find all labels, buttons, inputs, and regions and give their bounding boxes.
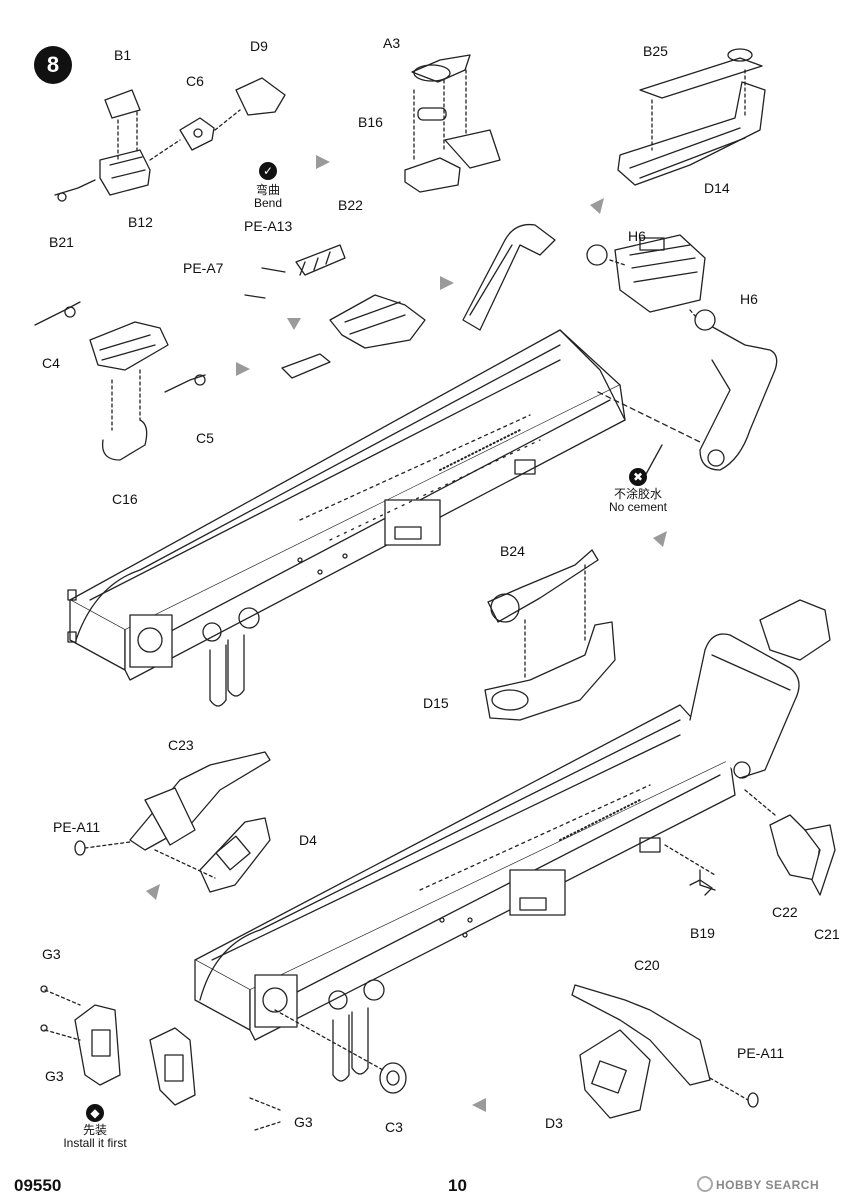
part-label-d4: D4 — [299, 832, 317, 848]
flow-arrow — [146, 884, 160, 900]
watermark: HOBBY SEARCH — [697, 1176, 819, 1192]
part-label-b24: B24 — [500, 543, 525, 559]
install-first-note-cn: 先装 — [82, 1123, 107, 1137]
subassembly-a3-b16 — [404, 54, 501, 193]
part-label-b1: B1 — [114, 47, 132, 63]
part-label-c21: C21 — [814, 926, 840, 942]
flow-arrows — [146, 155, 667, 1112]
no-cement-note-en: No cement — [608, 500, 668, 514]
part-label-d14: D14 — [704, 180, 730, 196]
subassembly-c20-d3 — [571, 984, 759, 1119]
upper-arm-drawing — [462, 223, 778, 486]
part-label-h6-lower: H6 — [740, 291, 758, 307]
part-label-h6-upper: H6 — [628, 228, 646, 244]
part-label-d3: D3 — [545, 1115, 563, 1131]
part-label-c22: C22 — [772, 904, 798, 920]
part-label-b19: B19 — [690, 925, 715, 941]
flow-arrow — [590, 198, 604, 214]
flow-arrow — [440, 276, 454, 290]
subassembly-b25-d14 — [617, 48, 766, 186]
subassembly-b12 — [54, 77, 286, 202]
subassembly-pe-b22 — [244, 244, 426, 379]
flow-arrow — [316, 155, 330, 169]
part-label-pe-a11-right: PE-A11 — [737, 1045, 785, 1061]
bend-note-cn: 弯曲 — [255, 183, 280, 197]
subassembly-g3-brackets — [40, 985, 281, 1131]
page-number: 10 — [448, 1176, 467, 1195]
flow-arrow — [653, 531, 667, 547]
part-label-c20: C20 — [634, 957, 660, 973]
part-label-pe-a7: PE-A7 — [183, 260, 224, 276]
part-label-g3-right: G3 — [294, 1114, 313, 1130]
upper-rear-assembly — [586, 234, 716, 331]
flow-arrow — [287, 318, 301, 330]
watermark-logo-icon — [697, 1176, 713, 1192]
part-label-c5: C5 — [196, 430, 214, 446]
flow-arrow — [472, 1098, 486, 1112]
subassembly-c4-c5-c16 — [34, 301, 206, 461]
no-cement-note-cn: 不涂胶水 — [613, 487, 662, 501]
part-label-d9: D9 — [250, 38, 268, 54]
install-first-icon: ◆ — [86, 1104, 104, 1122]
no-cement-icon: ✖ — [629, 468, 647, 486]
part-label-c6: C6 — [186, 73, 204, 89]
part-b19-drawing — [689, 879, 713, 896]
part-label-g3-top: G3 — [42, 946, 61, 962]
part-label-b12: B12 — [128, 214, 153, 230]
part-label-pe-a11-left: PE-A11 — [53, 819, 101, 835]
subassembly-b24-d15 — [484, 549, 616, 721]
bend-note: 弯曲 Bend — [244, 184, 292, 210]
upper-frame-drawing — [67, 329, 626, 707]
part-label-a3: A3 — [383, 35, 401, 51]
part-label-b21: B21 — [49, 234, 74, 250]
part-label-c23: C23 — [168, 737, 194, 753]
part-label-c16: C16 — [112, 491, 138, 507]
part-label-c3: C3 — [385, 1119, 403, 1135]
watermark-text: HOBBY SEARCH — [716, 1178, 820, 1192]
install-first-note-en: Install it first — [63, 1136, 127, 1150]
part-label-b16: B16 — [358, 114, 383, 130]
install-first-note: 先装 Install it first — [52, 1124, 138, 1150]
flow-arrow — [236, 362, 250, 376]
subassembly-c3 — [274, 1009, 407, 1094]
part-label-c4: C4 — [42, 355, 60, 371]
product-code: 09550 — [14, 1176, 62, 1195]
bend-icon: ✓ — [259, 162, 277, 180]
part-label-d15: D15 — [423, 695, 449, 711]
part-label-g3-left: G3 — [45, 1068, 64, 1084]
part-label-b25: B25 — [643, 43, 668, 59]
part-label-b22: B22 — [338, 197, 363, 213]
rear-end-parts — [744, 789, 836, 896]
bend-note-en: Bend — [253, 196, 283, 210]
step-number-badge: 8 — [34, 46, 72, 84]
part-label-pe-a13: PE-A13 — [244, 218, 293, 234]
no-cement-note: 不涂胶水 No cement — [598, 488, 678, 514]
subassembly-c23-d4 — [74, 751, 271, 893]
lower-frame-drawing — [194, 599, 831, 1082]
